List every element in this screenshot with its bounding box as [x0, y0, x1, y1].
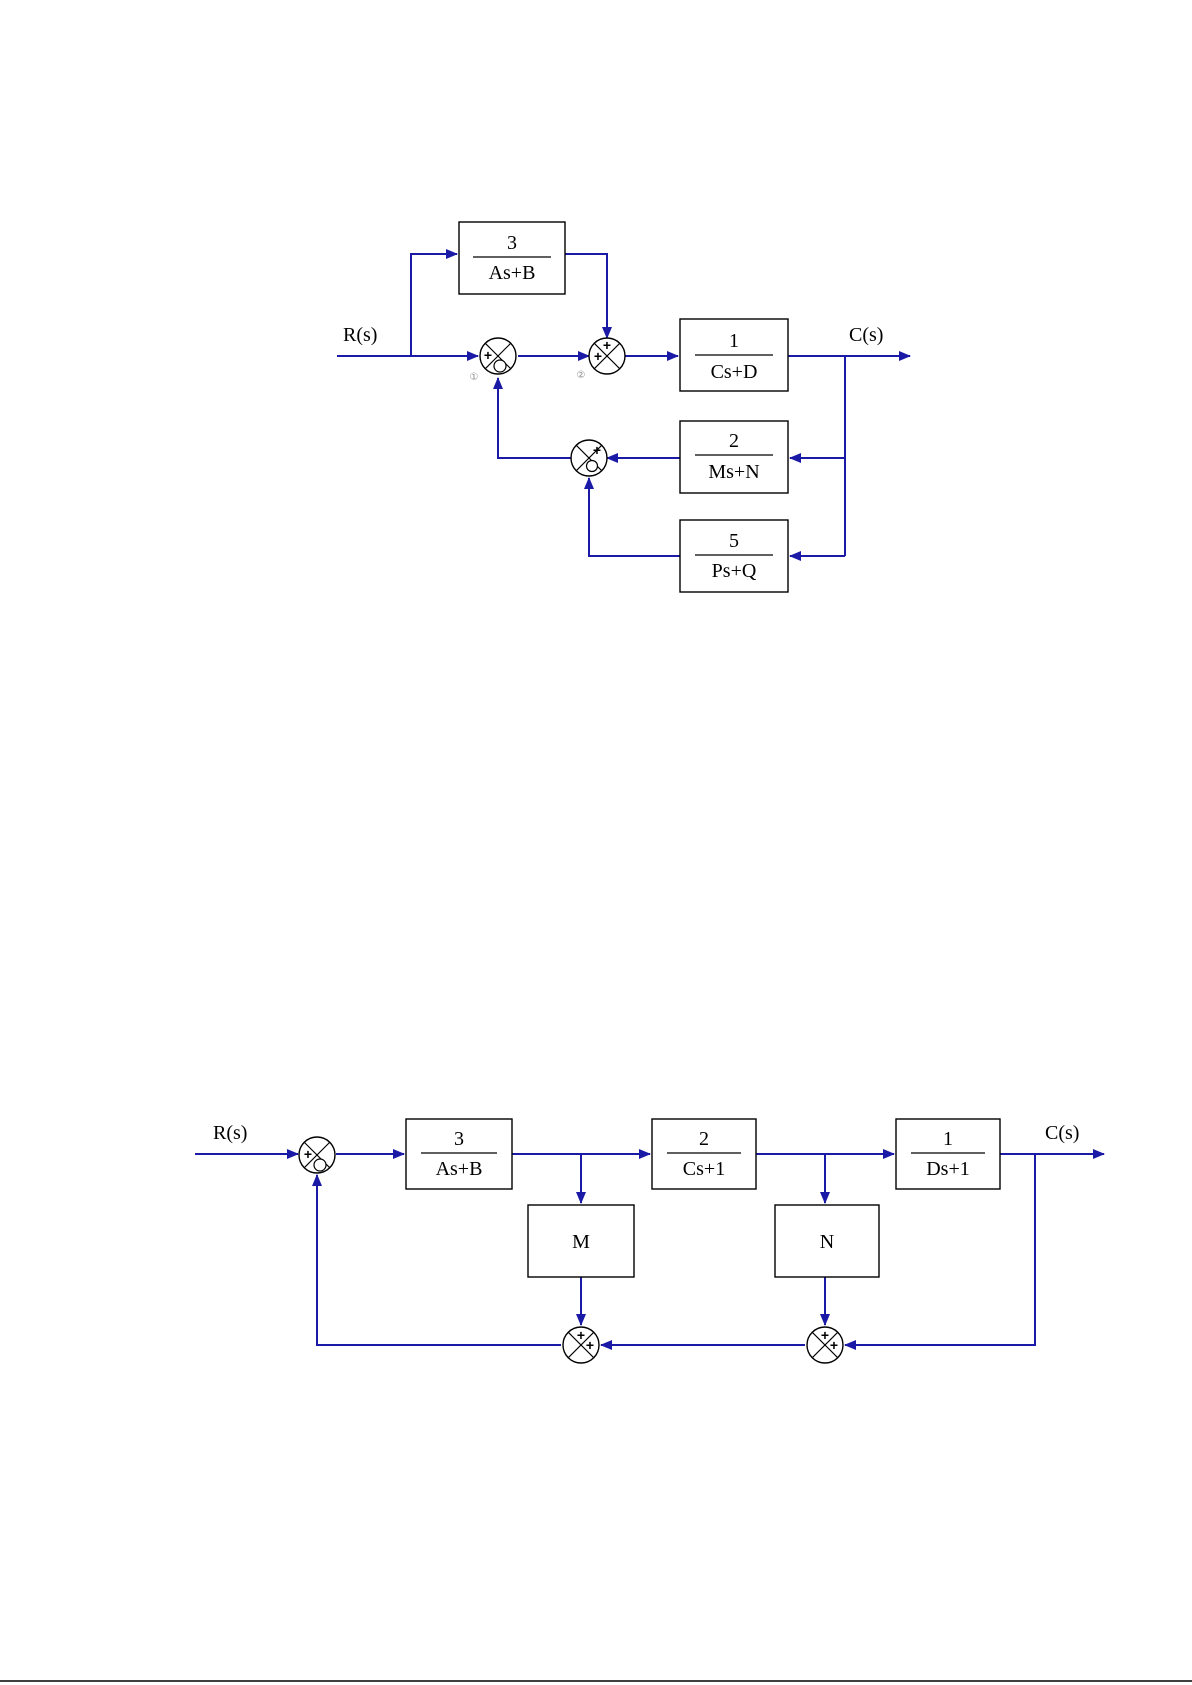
block-g1-numerator: 3	[454, 1128, 464, 1150]
block-g2-denominator: Cs+1	[683, 1158, 725, 1180]
block-g1: 3 As+B	[406, 1119, 512, 1189]
sum-junction-a-plus-sign: +	[304, 1146, 312, 1162]
sum-junction-c-plus-top: +	[821, 1327, 829, 1343]
block-g-main-denominator: Cs+D	[711, 361, 758, 383]
block-g3-denominator: Ds+1	[926, 1158, 970, 1180]
block-g3: 1 Ds+1	[896, 1119, 1000, 1189]
sum-junction-b-plus-right: +	[586, 1337, 594, 1353]
sum-junction-1-plus-sign: +	[484, 347, 492, 363]
block-g-top-denominator: As+B	[489, 262, 536, 284]
diagram-1-input-label: R(s)	[343, 324, 377, 346]
sum-junction-3-plus-sign: +	[593, 442, 601, 458]
diagram-1: 3 As+B 1 Cs+D 2 Ms+N 5 Ps+Q +	[337, 222, 910, 592]
block-g2: 2 Cs+1	[652, 1119, 756, 1189]
sum-junction-2: + +	[589, 337, 625, 374]
wire-sum-b-to-sum-a	[317, 1175, 561, 1345]
sum-junction-1-negative-mark	[494, 360, 506, 372]
sum-junction-a-negative-mark	[314, 1159, 326, 1171]
block-h-low-numerator: 5	[729, 530, 739, 552]
sum-junction-a: +	[299, 1137, 335, 1173]
sum-junction-3: +	[571, 440, 607, 476]
wire-sum3-to-sum1	[498, 378, 571, 458]
block-g-main-numerator: 1	[729, 330, 739, 352]
sum-junction-2-plus-left: +	[594, 348, 602, 364]
diagram-2-output-label: C(s)	[1045, 1122, 1079, 1144]
block-h-mid-denominator: Ms+N	[708, 461, 759, 483]
sum-junction-3-mark	[587, 461, 598, 472]
wire-h-low-to-sum3	[589, 478, 680, 556]
block-h-low-denominator: Ps+Q	[712, 560, 757, 582]
wire-g-top-to-sum2	[565, 254, 607, 338]
diagram-2-input-label: R(s)	[213, 1122, 247, 1144]
block-g2-numerator: 2	[699, 1128, 709, 1150]
block-g-top: 3 As+B	[459, 222, 565, 294]
sum-junction-b-plus-top: +	[577, 1327, 585, 1343]
block-n: N	[775, 1205, 879, 1277]
diagram-2: 3 As+B 2 Cs+1 1 Ds+1 M N +	[195, 1119, 1104, 1363]
block-h-low: 5 Ps+Q	[680, 520, 788, 592]
sum-junction-b: + +	[563, 1327, 599, 1363]
diagram-1-output-label: C(s)	[849, 324, 883, 346]
block-g1-denominator: As+B	[436, 1158, 483, 1180]
diagram-1-wires	[337, 254, 910, 556]
block-g3-numerator: 1	[943, 1128, 953, 1150]
block-h-mid: 2 Ms+N	[680, 421, 788, 493]
sum-junction-2-plus-top: +	[603, 337, 611, 353]
block-g-main: 1 Cs+D	[680, 319, 788, 391]
block-h-mid-numerator: 2	[729, 430, 739, 452]
junction-number-1: ①	[470, 372, 479, 383]
sum-junction-c-plus-right: +	[830, 1337, 838, 1353]
block-n-label: N	[820, 1231, 834, 1253]
sum-junction-1: +	[480, 338, 516, 374]
sum-junction-c: + +	[807, 1327, 843, 1363]
junction-number-2: ②	[577, 370, 586, 381]
wire-feedforward-branch	[411, 254, 457, 356]
block-m: M	[528, 1205, 634, 1277]
block-m-label: M	[572, 1231, 590, 1253]
block-g-top-numerator: 3	[507, 232, 517, 254]
